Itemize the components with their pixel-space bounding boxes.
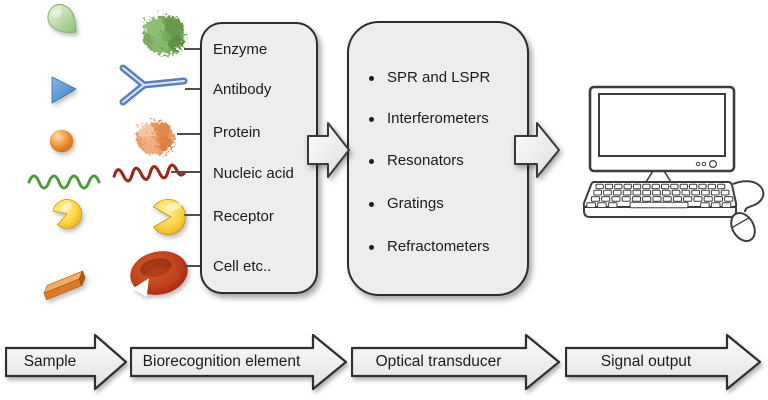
transducer-item: SPR and LSPR (369, 68, 490, 88)
cell-icon (130, 251, 188, 298)
bullet-icon (369, 201, 374, 207)
green-droplet-icon (47, 4, 77, 33)
optical-transducer-panel: SPR and LSPR Interferometers Resonators … (347, 21, 529, 296)
transducer-item: Gratings (369, 194, 444, 214)
flow-step-biorecognition: Biorecognition element (130, 333, 348, 391)
bio-label-receptor: Receptor (213, 208, 274, 225)
connector-line (177, 133, 201, 135)
transducer-item-label: SPR and LSPR (387, 69, 491, 86)
bullet-icon (369, 75, 374, 81)
enzyme-blob-icon (141, 13, 183, 53)
transducer-item-label: Refractometers (387, 238, 490, 255)
nucleic-acid-wave-icon (112, 163, 186, 183)
antibody-icon (119, 64, 188, 106)
flow-block-arrow-icon (307, 121, 351, 179)
protein-blob-icon (134, 119, 172, 153)
orange-sphere-icon (49, 129, 74, 153)
connector-line (184, 214, 201, 216)
connector-line (184, 265, 201, 267)
transducer-item: Refractometers (369, 237, 490, 257)
transducer-item-label: Interferometers (387, 110, 489, 127)
flow-block-arrow-icon (514, 121, 561, 179)
receptor-pacman-icon (152, 199, 186, 235)
transducer-item: Resonators (369, 151, 464, 171)
transducer-item-label: Gratings (387, 195, 444, 212)
bullet-icon (369, 244, 374, 250)
bullet-icon (369, 158, 374, 164)
flow-step-label: Signal output (600, 353, 692, 370)
bio-label-enzyme: Enzyme (213, 41, 268, 58)
flow-step-label: Biorecognition element (142, 353, 301, 370)
green-wave-icon (27, 174, 101, 190)
orange-rod-icon (43, 270, 86, 300)
biorecognition-panel: Enzyme Antibody Protein Nucleic acid Rec… (200, 22, 318, 294)
bullet-icon (369, 116, 374, 122)
yellow-heart-icon (52, 199, 82, 229)
bio-label-protein: Protein (213, 124, 261, 141)
transducer-item: Interferometers (369, 109, 489, 129)
bio-label-nucleic-acid: Nucleic acid (213, 165, 294, 182)
blue-triangle-icon (51, 76, 77, 104)
connector-line (171, 171, 201, 173)
transducer-item-label: Resonators (387, 152, 464, 169)
connector-line (184, 48, 201, 50)
bio-label-cell: Cell etc.. (213, 258, 272, 275)
flow-step-signal-output: Signal output (565, 333, 762, 391)
flow-step-label: Sample (23, 353, 77, 370)
bio-label-antibody: Antibody (213, 81, 272, 98)
flow-step-transducer: Optical transducer (351, 333, 561, 391)
flow-step-label: Optical transducer (375, 353, 502, 370)
connector-line (185, 88, 201, 90)
desktop-computer-icon (582, 85, 765, 243)
flow-step-sample: Sample (5, 333, 128, 391)
